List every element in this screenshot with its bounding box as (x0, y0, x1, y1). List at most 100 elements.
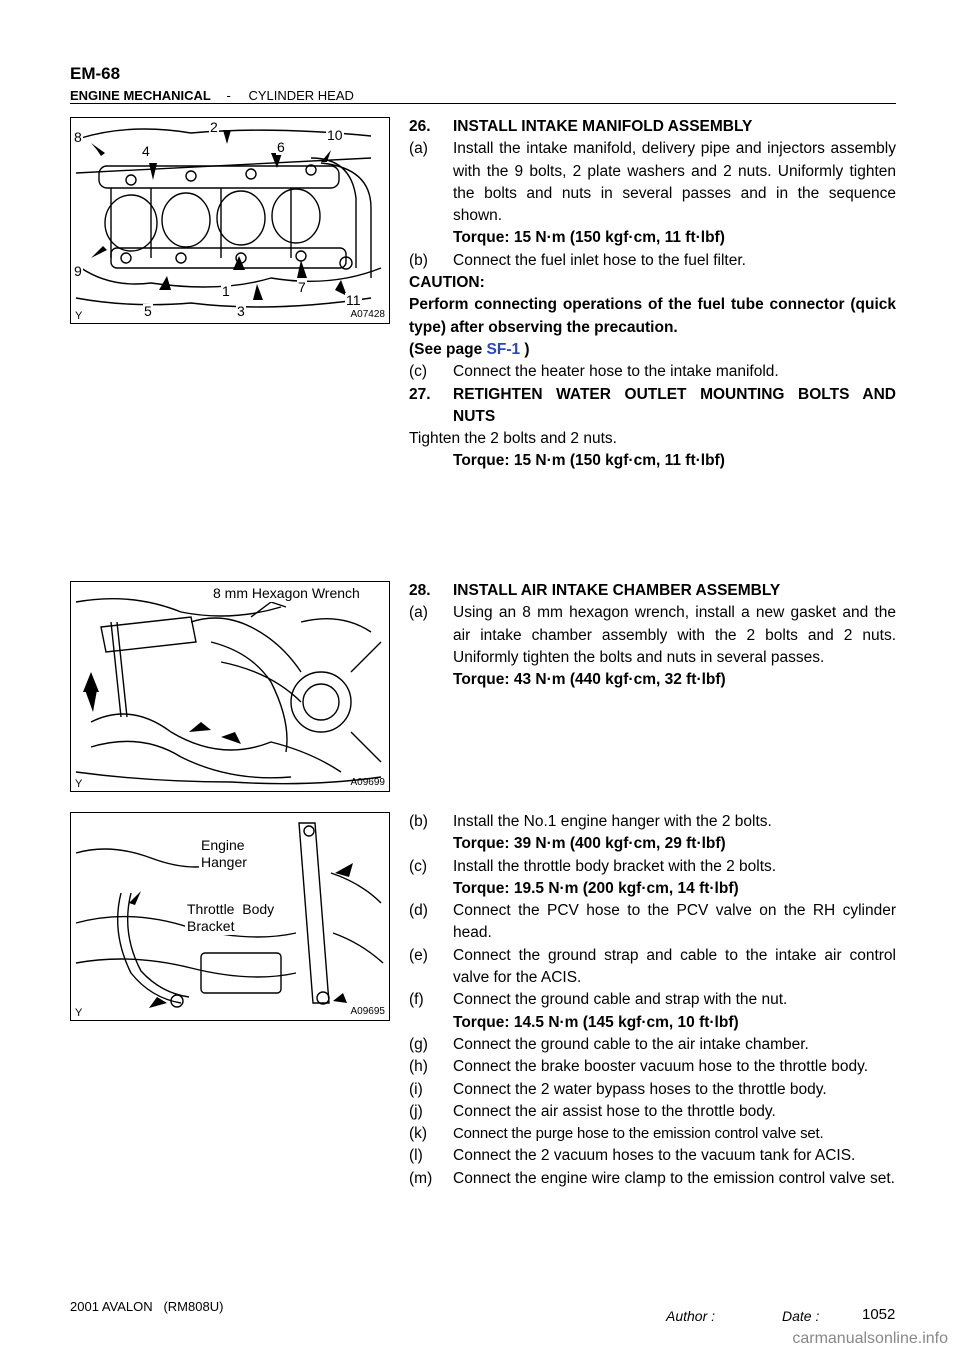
substep-c: (c) Connect the heater hose to the intak… (409, 361, 896, 383)
substep-label: (m) (409, 1169, 433, 1187)
figure-code: A09695 (350, 1006, 385, 1017)
sequence-number: 7 (297, 279, 307, 295)
sequence-number: 4 (141, 143, 151, 159)
step-27-text: Tighten the 2 bolts and 2 nuts. (409, 430, 617, 448)
callout-throttle-line1: Throttle Body (187, 901, 275, 917)
substep-b: (b) Connect the fuel inlet hose to the f… (409, 250, 896, 272)
sf-1-link[interactable]: SF-1 (486, 340, 521, 358)
page-id: EM-68 (70, 64, 121, 83)
footer-author-label: Author : (666, 1308, 716, 1324)
substep-label: (a) (409, 604, 428, 622)
caution-title: CAUTION: (409, 274, 485, 292)
footer-model: 2001 AVALON (RM808U) (70, 1299, 224, 1314)
substep-text: Connect the ground strap and cable to th… (453, 946, 896, 987)
substep-text: Connect the 2 water bypass hoses to the … (453, 1080, 827, 1098)
substep-text: Connect the ground cable and strap with … (453, 991, 788, 1009)
substep-label: (l) (409, 1147, 423, 1165)
figure-y-mark: Y (75, 1007, 83, 1019)
step-26: 26. INSTALL INTAKE MANIFOLD ASSEMBLY (409, 116, 896, 138)
substep-label: (g) (409, 1035, 428, 1053)
sequence-number: 11 (345, 292, 362, 308)
sequence-number: 9 (73, 263, 83, 279)
callout-engine-hanger-line1: Engine (201, 837, 245, 853)
substep-k: (k) Connect the purge hose to the emissi… (409, 1123, 896, 1145)
step-27: 27. RETIGHTEN WATER OUTLET MOUNTING BOLT… (409, 384, 896, 429)
substep-text: Connect the PCV hose to the PCV valve on… (453, 902, 896, 942)
substep-label: (a) (409, 140, 428, 158)
substep-l: (l) Connect the 2 vacuum hoses to the va… (409, 1145, 896, 1167)
figure-engine-hanger: Engine Hanger Throttle Body Bracket Y A0… (70, 812, 390, 1021)
section-install-intake-manifold: 26. INSTALL INTAKE MANIFOLD ASSEMBLY (a)… (409, 116, 896, 473)
substep-f: (f) Connect the ground cable and strap w… (409, 989, 896, 1011)
substep-text: Connect the brake booster vacuum hose to… (453, 1058, 869, 1076)
callout-throttle-body-bracket: Throttle Body Bracket (185, 901, 277, 935)
see-suffix: ) (520, 340, 530, 358)
torque-spec: Torque: 14.5 N·m (145 kgf·cm, 10 ft·lbf) (453, 1013, 739, 1031)
substep-label: (j) (409, 1102, 423, 1120)
callout-engine-hanger: Engine Hanger (199, 837, 249, 871)
substep-label: (f) (409, 991, 424, 1009)
substep-j: (j) Connect the air assist hose to the t… (409, 1101, 896, 1123)
substep-a: (a) Using an 8 mm hexagon wrench, instal… (409, 602, 896, 669)
substep-text: Connect the air assist hose to the throt… (453, 1102, 776, 1120)
air-intake-chamber-drawing (75, 597, 382, 785)
step-number: 28. (409, 582, 431, 599)
figure-intake-manifold: 8 4 2 6 10 9 1 7 11 5 3 Y A07428 (70, 117, 390, 324)
sequence-number: 10 (326, 127, 344, 143)
section-connect-components: (b) Install the No.1 engine hanger with … (409, 811, 896, 1190)
section-install-air-intake-chamber: 28. INSTALL AIR INTAKE CHAMBER ASSEMBLY … (409, 580, 896, 691)
step-28: 28. INSTALL AIR INTAKE CHAMBER ASSEMBLY (409, 580, 896, 602)
see-page: (See page SF-1 ) (409, 339, 896, 361)
substep-label: (c) (409, 857, 428, 875)
figure-y-mark: Y (75, 310, 83, 322)
sequence-number: 8 (73, 129, 83, 145)
substep-d: (d) Connect the PCV hose to the PCV valv… (409, 900, 896, 945)
substep-text: Connect the 2 vacuum hoses to the vacuum… (453, 1147, 856, 1165)
substep-text: Install the throttle body bracket with t… (453, 857, 777, 875)
substep-label: (i) (409, 1080, 423, 1098)
sequence-number: 3 (236, 303, 246, 319)
section-header: ENGINE MECHANICAL - CYLINDER HEAD (70, 88, 354, 103)
substep-g: (g) Connect the ground cable to the air … (409, 1034, 896, 1056)
figure-code: A09699 (350, 777, 385, 788)
substep-text: Connect the engine wire clamp to the emi… (453, 1169, 895, 1187)
torque-spec: Torque: 39 N·m (400 kgf·cm, 29 ft·lbf) (453, 835, 726, 853)
step-number: 26. (409, 118, 431, 135)
substep-h: (h) Connect the brake booster vacuum hos… (409, 1056, 896, 1078)
sequence-number: 5 (143, 303, 153, 319)
substep-label: (b) (409, 813, 428, 830)
sequence-number: 1 (221, 283, 231, 299)
figure-y-mark: Y (75, 778, 83, 790)
callout-hexagon-wrench: 8 mm Hexagon Wrench (211, 585, 362, 602)
footer-date-label: Date : (782, 1308, 820, 1324)
substep-text: Connect the purge hose to the emission c… (453, 1125, 824, 1143)
caution-text: Perform connecting operations of the fue… (409, 296, 896, 336)
substep-a: (a) Install the intake manifold, deliver… (409, 138, 896, 227)
substep-b: (b) Install the No.1 engine hanger with … (409, 811, 896, 833)
step-title: INSTALL INTAKE MANIFOLD ASSEMBLY (453, 118, 753, 135)
sequence-number: 6 (276, 139, 286, 155)
substep-i: (i) Connect the 2 water bypass hoses to … (409, 1079, 896, 1101)
substep-text: Connect the heater hose to the intake ma… (453, 363, 779, 381)
substep-label: (c) (409, 363, 428, 381)
step-title: RETIGHTEN WATER OUTLET MOUNTING BOLTS AN… (453, 385, 896, 425)
substep-m: (m) Connect the engine wire clamp to the… (409, 1168, 896, 1190)
sequence-number: 2 (209, 119, 219, 135)
header-rule (70, 103, 896, 104)
torque-spec: Torque: 15 N·m (150 kgf·cm, 11 ft·lbf) (453, 229, 725, 247)
watermark[interactable]: carmanualsonline.info (792, 1330, 948, 1347)
torque-spec: Torque: 19.5 N·m (200 kgf·cm, 14 ft·lbf) (453, 879, 739, 897)
substep-text: Install the intake manifold, delivery pi… (453, 140, 896, 225)
subsection-title: CYLINDER HEAD (248, 88, 354, 103)
substep-label: (h) (409, 1058, 428, 1076)
section-title: ENGINE MECHANICAL (70, 88, 211, 103)
substep-label: (b) (409, 251, 428, 269)
substep-label: (e) (409, 946, 428, 964)
step-title: INSTALL AIR INTAKE CHAMBER ASSEMBLY (453, 582, 781, 599)
substep-text: Using an 8 mm hexagon wrench, install a … (453, 604, 896, 666)
substep-text: Connect the ground cable to the air inta… (453, 1035, 809, 1053)
torque-spec: Torque: 43 N·m (440 kgf·cm, 32 ft·lbf) (453, 671, 726, 689)
substep-e: (e) Connect the ground strap and cable t… (409, 945, 896, 990)
see-prefix: (See page (409, 340, 487, 358)
substep-c: (c) Install the throttle body bracket wi… (409, 856, 896, 878)
